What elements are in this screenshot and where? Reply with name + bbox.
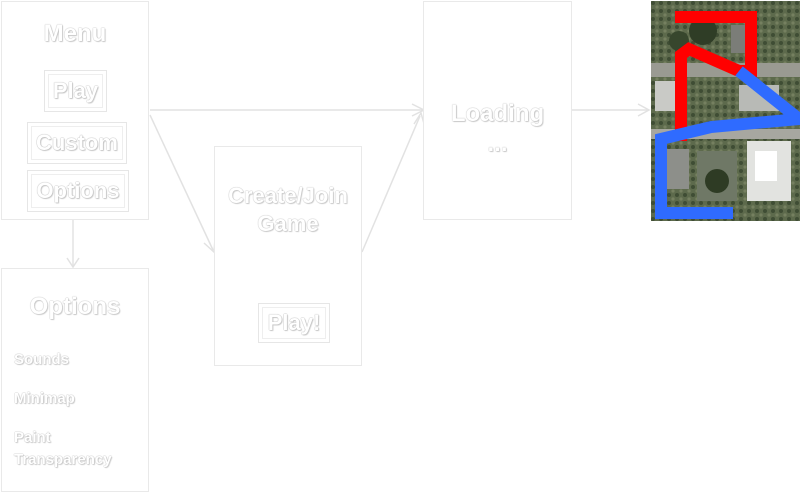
arrow-menu-to-create bbox=[149, 114, 214, 251]
loading-ellipsis: ... bbox=[487, 130, 508, 157]
arrow-create-to-loading bbox=[361, 115, 421, 253]
map-tree-cluster-1 bbox=[689, 17, 717, 45]
menu-title: Menu bbox=[43, 20, 107, 47]
menu-screen: Menu Play Custom Options bbox=[1, 1, 149, 220]
option-transparency[interactable]: Transparency bbox=[14, 451, 112, 468]
play-button-label: Play bbox=[52, 78, 99, 103]
create-join-screen: Create/Join Game Play! bbox=[214, 146, 362, 366]
loading-screen: Loading ... bbox=[423, 1, 572, 220]
map-blue-path bbox=[655, 66, 800, 219]
arrowhead-loading-to-map bbox=[637, 103, 651, 117]
create-join-title-line1: Create/Join bbox=[228, 183, 348, 208]
play-now-button-label: Play! bbox=[267, 310, 321, 335]
play-now-button-frame bbox=[262, 307, 326, 339]
custom-button-frame bbox=[31, 126, 123, 160]
arrowhead-menu-to-options bbox=[66, 257, 80, 269]
loading-title: Loading bbox=[450, 100, 545, 127]
option-paint[interactable]: Paint bbox=[14, 429, 51, 446]
create-join-title-line2: Game bbox=[257, 211, 319, 236]
custom-button[interactable]: Custom bbox=[27, 122, 127, 164]
option-sounds[interactable]: Sounds bbox=[14, 351, 69, 368]
map-building-6 bbox=[667, 149, 689, 189]
options-button[interactable]: Options bbox=[27, 170, 129, 212]
play-button[interactable]: Play bbox=[44, 70, 107, 112]
options-button-label: Options bbox=[36, 178, 120, 203]
options-screen: Options Sounds Minimap Paint Transparenc… bbox=[1, 268, 149, 492]
play-now-button[interactable]: Play! bbox=[258, 303, 330, 343]
custom-button-label: Custom bbox=[36, 130, 118, 155]
options-title: Options bbox=[29, 293, 121, 320]
option-minimap[interactable]: Minimap bbox=[14, 390, 75, 407]
play-button-frame bbox=[48, 74, 103, 108]
options-button-frame bbox=[31, 174, 125, 208]
map-preview-image bbox=[651, 1, 800, 221]
map-building-5 bbox=[755, 151, 777, 181]
map-tree-cluster-2 bbox=[705, 169, 729, 193]
map-road-mid bbox=[651, 129, 800, 139]
